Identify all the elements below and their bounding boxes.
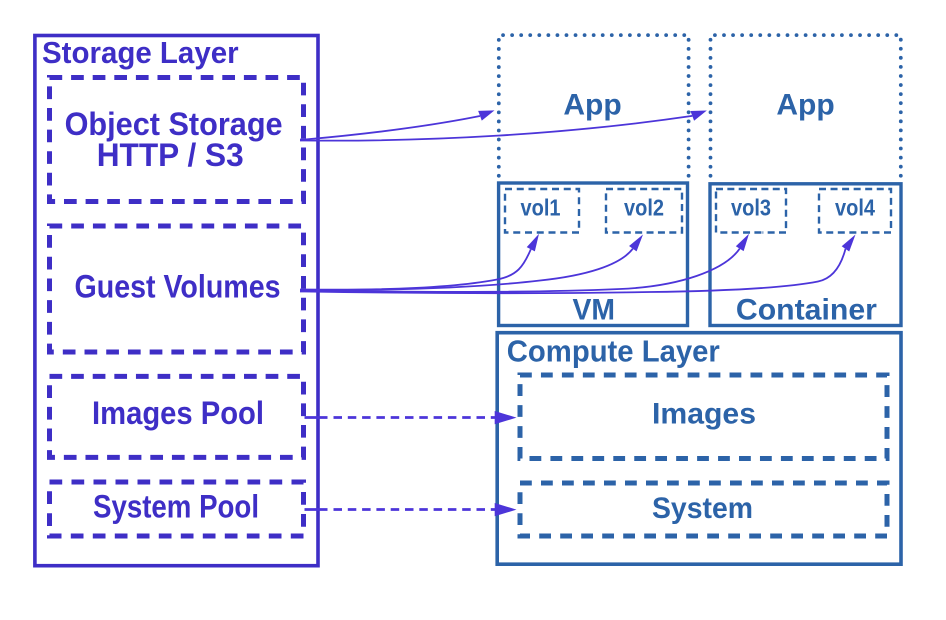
- svg-text:HTTP / S3: HTTP / S3: [97, 137, 244, 173]
- svg-text:Object Storage: Object Storage: [65, 106, 283, 142]
- svg-text:vol1: vol1: [521, 194, 561, 220]
- svg-text:Images Pool: Images Pool: [92, 395, 264, 431]
- svg-text:VM: VM: [572, 294, 615, 327]
- svg-text:Container: Container: [736, 294, 877, 327]
- svg-text:vol3: vol3: [731, 194, 771, 220]
- svg-text:Storage Layer: Storage Layer: [42, 35, 239, 70]
- svg-text:vol2: vol2: [624, 194, 664, 220]
- svg-text:App: App: [563, 89, 621, 122]
- svg-text:Compute Layer: Compute Layer: [507, 333, 720, 368]
- svg-text:System: System: [652, 492, 753, 525]
- svg-text:App: App: [776, 89, 834, 122]
- svg-text:System Pool: System Pool: [93, 488, 259, 524]
- svg-text:vol4: vol4: [835, 194, 875, 220]
- svg-text:Guest Volumes: Guest Volumes: [75, 269, 281, 305]
- svg-text:Images: Images: [652, 398, 756, 431]
